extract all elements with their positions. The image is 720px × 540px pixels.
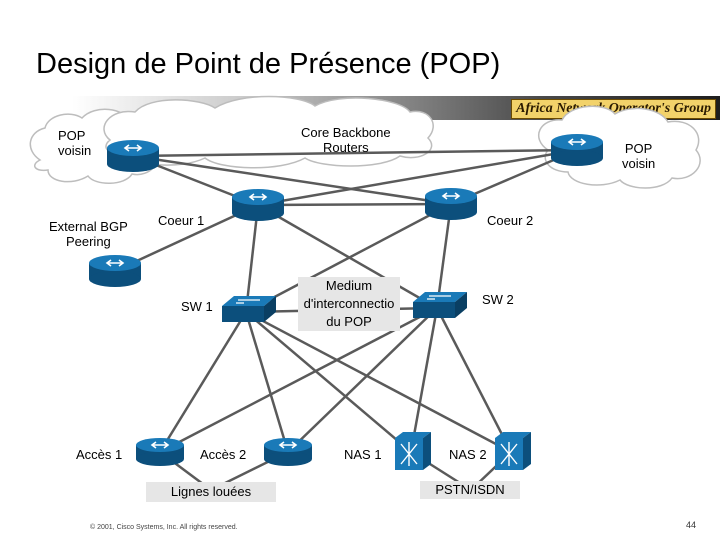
link-core-core [132,148,578,158]
router-icon-pop-left [107,140,159,172]
switch-icon-sw2 [413,292,467,318]
page-number: 44 [685,520,696,530]
link-coeur1-sw2 [257,203,438,310]
link-popleft-coeur2 [132,154,452,206]
label-medium: Medium d'interconnectio du POP [298,277,400,331]
router-icon-pop-right [551,134,603,166]
link-sw2-acces2 [287,307,438,453]
router-icon-bgp [89,255,141,287]
switch-icon-sw1 [222,296,276,322]
router-icon-acces2 [264,438,312,466]
label-core-backbone: Core Backbone Routers [301,125,391,155]
label-sw1: SW 1 [181,299,213,314]
router-icon-acces1 [136,438,184,466]
link-coeur2-sw1 [245,202,452,314]
label-coeur2: Coeur 2 [487,213,534,228]
copyright-footer: © 2001, Cisco Systems, Inc. All rights r… [90,524,238,531]
link-sw2-acces1 [159,306,438,454]
slide-title: Design de Point de Présence (POP) [36,48,501,80]
label-acces1: Accès 1 [76,447,123,462]
link-sw1-acces2 [244,311,290,453]
link-sw2-nas1 [409,307,439,453]
label-nas2: NAS 2 [449,447,487,462]
nas-icon-2 [495,432,531,470]
link-coeur2-sw2 [435,203,453,309]
link-sw1-nas2 [245,310,512,454]
label-sw2: SW 2 [482,292,514,307]
label-coeur1: Coeur 1 [158,213,205,228]
link-coeur1-coeur2 [257,202,452,207]
label-pstn-isdn: PSTN/ISDN [420,481,520,499]
link-coeur1-sw1 [244,204,260,313]
label-external-bgp: External BGP Peering [49,219,128,249]
link-sw1-nas1 [245,311,412,453]
cloud-icon-right [537,105,701,189]
label-lignes-louees: Lignes louées [146,482,276,502]
link-sw2-nas2 [435,307,513,453]
router-icon-coeur1 [232,189,284,221]
cloud-icon-core [103,95,434,169]
nas-icon-1 [395,432,431,470]
label-pop-voisin-left: POP voisin [58,128,92,158]
link-popright-coeur1 [257,148,578,207]
router-icon-coeur2 [425,188,477,220]
label-pop-voisin-right: POP voisin [622,141,656,171]
label-acces2: Accès 2 [200,447,247,462]
label-nas1: NAS 1 [344,447,382,462]
link-sw1-acces1 [158,311,248,453]
